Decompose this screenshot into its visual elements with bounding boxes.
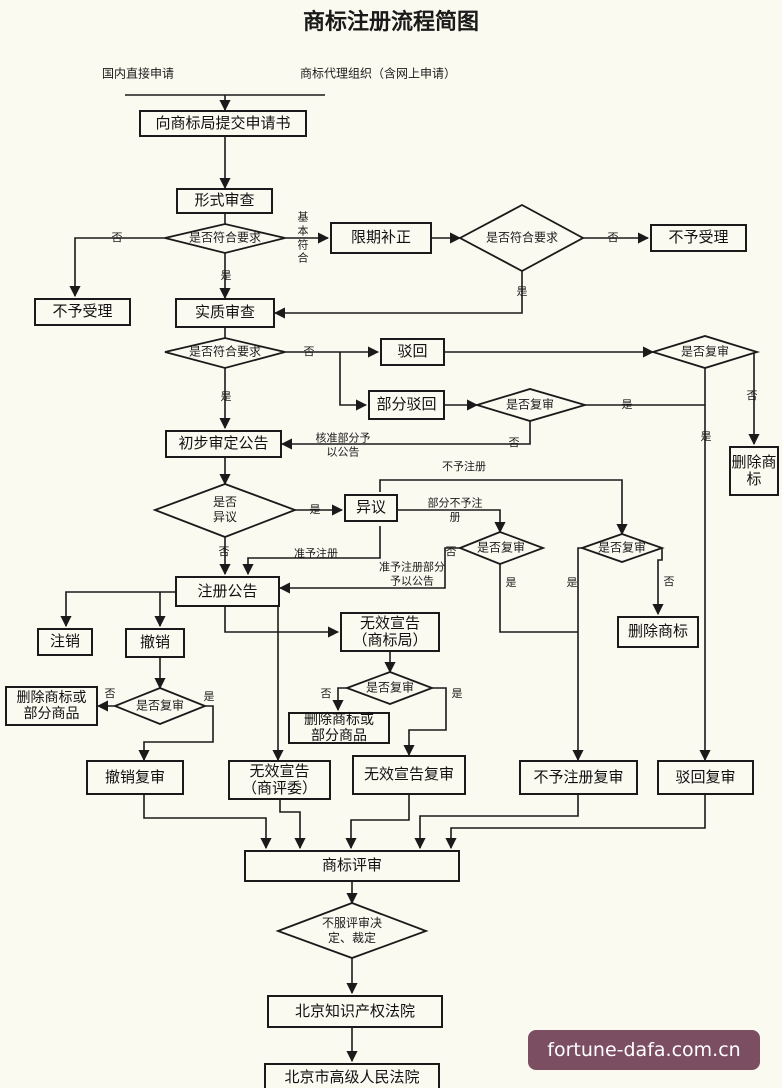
box-ip-court: 北京知识产权法院 (267, 995, 443, 1028)
box-correction: 限期补正 (330, 222, 432, 254)
box-reject-right: 不予受理 (650, 224, 747, 252)
box-partial-rejection: 部分驳回 (368, 390, 445, 420)
decision-diamond-6 (152, 483, 298, 538)
edge-label-yes-6: 是 (309, 503, 321, 517)
box-substantive-review: 实质审查 (175, 298, 275, 328)
edge-label-no-8: 否 (663, 575, 675, 589)
box-delete-mark-right: 删除商标 (729, 446, 779, 496)
edge-label-yes-9: 是 (203, 690, 215, 704)
edge-label-no-9: 否 (104, 687, 116, 701)
edge-label-yes-2: 是 (516, 285, 528, 299)
box-delete-mark-or-goods-left: 删除商标或部分商品 (5, 686, 98, 726)
box-invalidation-review: 无效宣告复审 (352, 755, 466, 795)
label-domestic-application: 国内直接申请 (101, 66, 175, 81)
box-revocation: 撤销 (125, 628, 185, 658)
box-invalidation-board: 无效宣告（商评委） (228, 760, 331, 800)
decision-text-2: 是否符合要求 (485, 230, 559, 245)
edge-label-no-3: 否 (303, 345, 315, 359)
edge-label-not-register: 不予注册 (442, 460, 486, 474)
decision-text-10: 是否复审 (365, 680, 415, 695)
box-registration-announcement: 注册公告 (175, 576, 280, 607)
decision-diamond-9 (112, 687, 208, 725)
edge-label-yes-1: 是 (220, 269, 232, 283)
page-title: 商标注册流程简图 (302, 9, 480, 35)
decision-diamond-3 (164, 337, 286, 369)
edge-label-partial-not-register: 部分不予注册 (427, 496, 483, 523)
decision-diamond-8 (579, 533, 665, 563)
box-preliminary-announcement: 初步审定公告 (165, 430, 282, 458)
edge-label-approve-partial-reg: 准予注册部分予以公告 (379, 560, 445, 587)
box-formal-review: 形式审查 (176, 188, 273, 214)
box-revocation-review: 撤销复审 (86, 760, 184, 795)
decision-diamond-10 (344, 671, 435, 705)
box-reject-left: 不予受理 (34, 298, 131, 326)
decision-diamond-4 (649, 335, 761, 369)
watermark-badge: fortune-dafa.com.cn (528, 1030, 760, 1070)
edge-label-no-7: 否 (445, 545, 457, 559)
decision-diamond-2 (458, 203, 585, 273)
edge-label-yes-8: 是 (566, 576, 578, 590)
decision-text-7: 是否复审 (476, 540, 526, 555)
edge-label-approve-register: 准予注册 (294, 547, 338, 561)
box-rejection-review: 驳回复审 (657, 760, 754, 795)
edge-label-yes-10: 是 (451, 687, 463, 701)
box-opposition: 异议 (344, 494, 398, 522)
label-agency-application: 商标代理组织（含网上申请） (299, 66, 457, 81)
edge-label-yes-5: 是 (621, 398, 633, 412)
decision-text-9: 是否复审 (135, 698, 185, 713)
edge-label-no-1: 否 (111, 231, 123, 245)
edge-label-no-10: 否 (320, 687, 332, 701)
decision-diamond-7 (457, 531, 546, 565)
box-high-court: 北京市高级人民法院 (264, 1063, 440, 1088)
decision-diamond-1 (164, 223, 286, 254)
edge-label-approve-partial: 核准部分予以公告 (315, 431, 371, 458)
decision-diamond-11 (275, 902, 429, 959)
box-rejection: 驳回 (380, 338, 445, 366)
decision-text-5: 是否复审 (505, 397, 555, 412)
box-cancellation: 注销 (37, 628, 93, 656)
decision-text-6: 是否异议 (212, 495, 237, 524)
box-trademark-board-review: 商标评审 (244, 850, 460, 882)
edge-label-no-6: 否 (218, 545, 230, 559)
box-invalidation-office: 无效宣告（商标局） (340, 612, 440, 652)
edge-label-no-4: 否 (746, 389, 758, 403)
edge-label-basic-ok: 基本符合 (297, 210, 309, 265)
decision-text-3: 是否符合要求 (188, 344, 262, 359)
box-delete-mark-or-goods-mid: 删除商标或部分商品 (288, 712, 390, 744)
edge-label-yes-3: 是 (220, 390, 232, 404)
decision-text-4: 是否复审 (680, 344, 730, 359)
box-delete-mark-mid: 删除商标 (617, 616, 699, 648)
box-no-registration-review: 不予注册复审 (519, 760, 638, 795)
edge-label-yes-4: 是 (700, 430, 712, 444)
edge-label-no-5: 否 (508, 436, 520, 450)
edge-label-yes-7: 是 (505, 576, 517, 590)
box-submit-application: 向商标局提交申请书 (139, 110, 307, 137)
decision-text-8: 是否复审 (597, 540, 647, 555)
decision-diamond-5 (473, 388, 589, 422)
decision-text-1: 是否符合要求 (188, 230, 262, 245)
edge-label-no-2: 否 (607, 231, 619, 245)
decision-text-11: 不服评审决定、裁定 (321, 916, 382, 945)
